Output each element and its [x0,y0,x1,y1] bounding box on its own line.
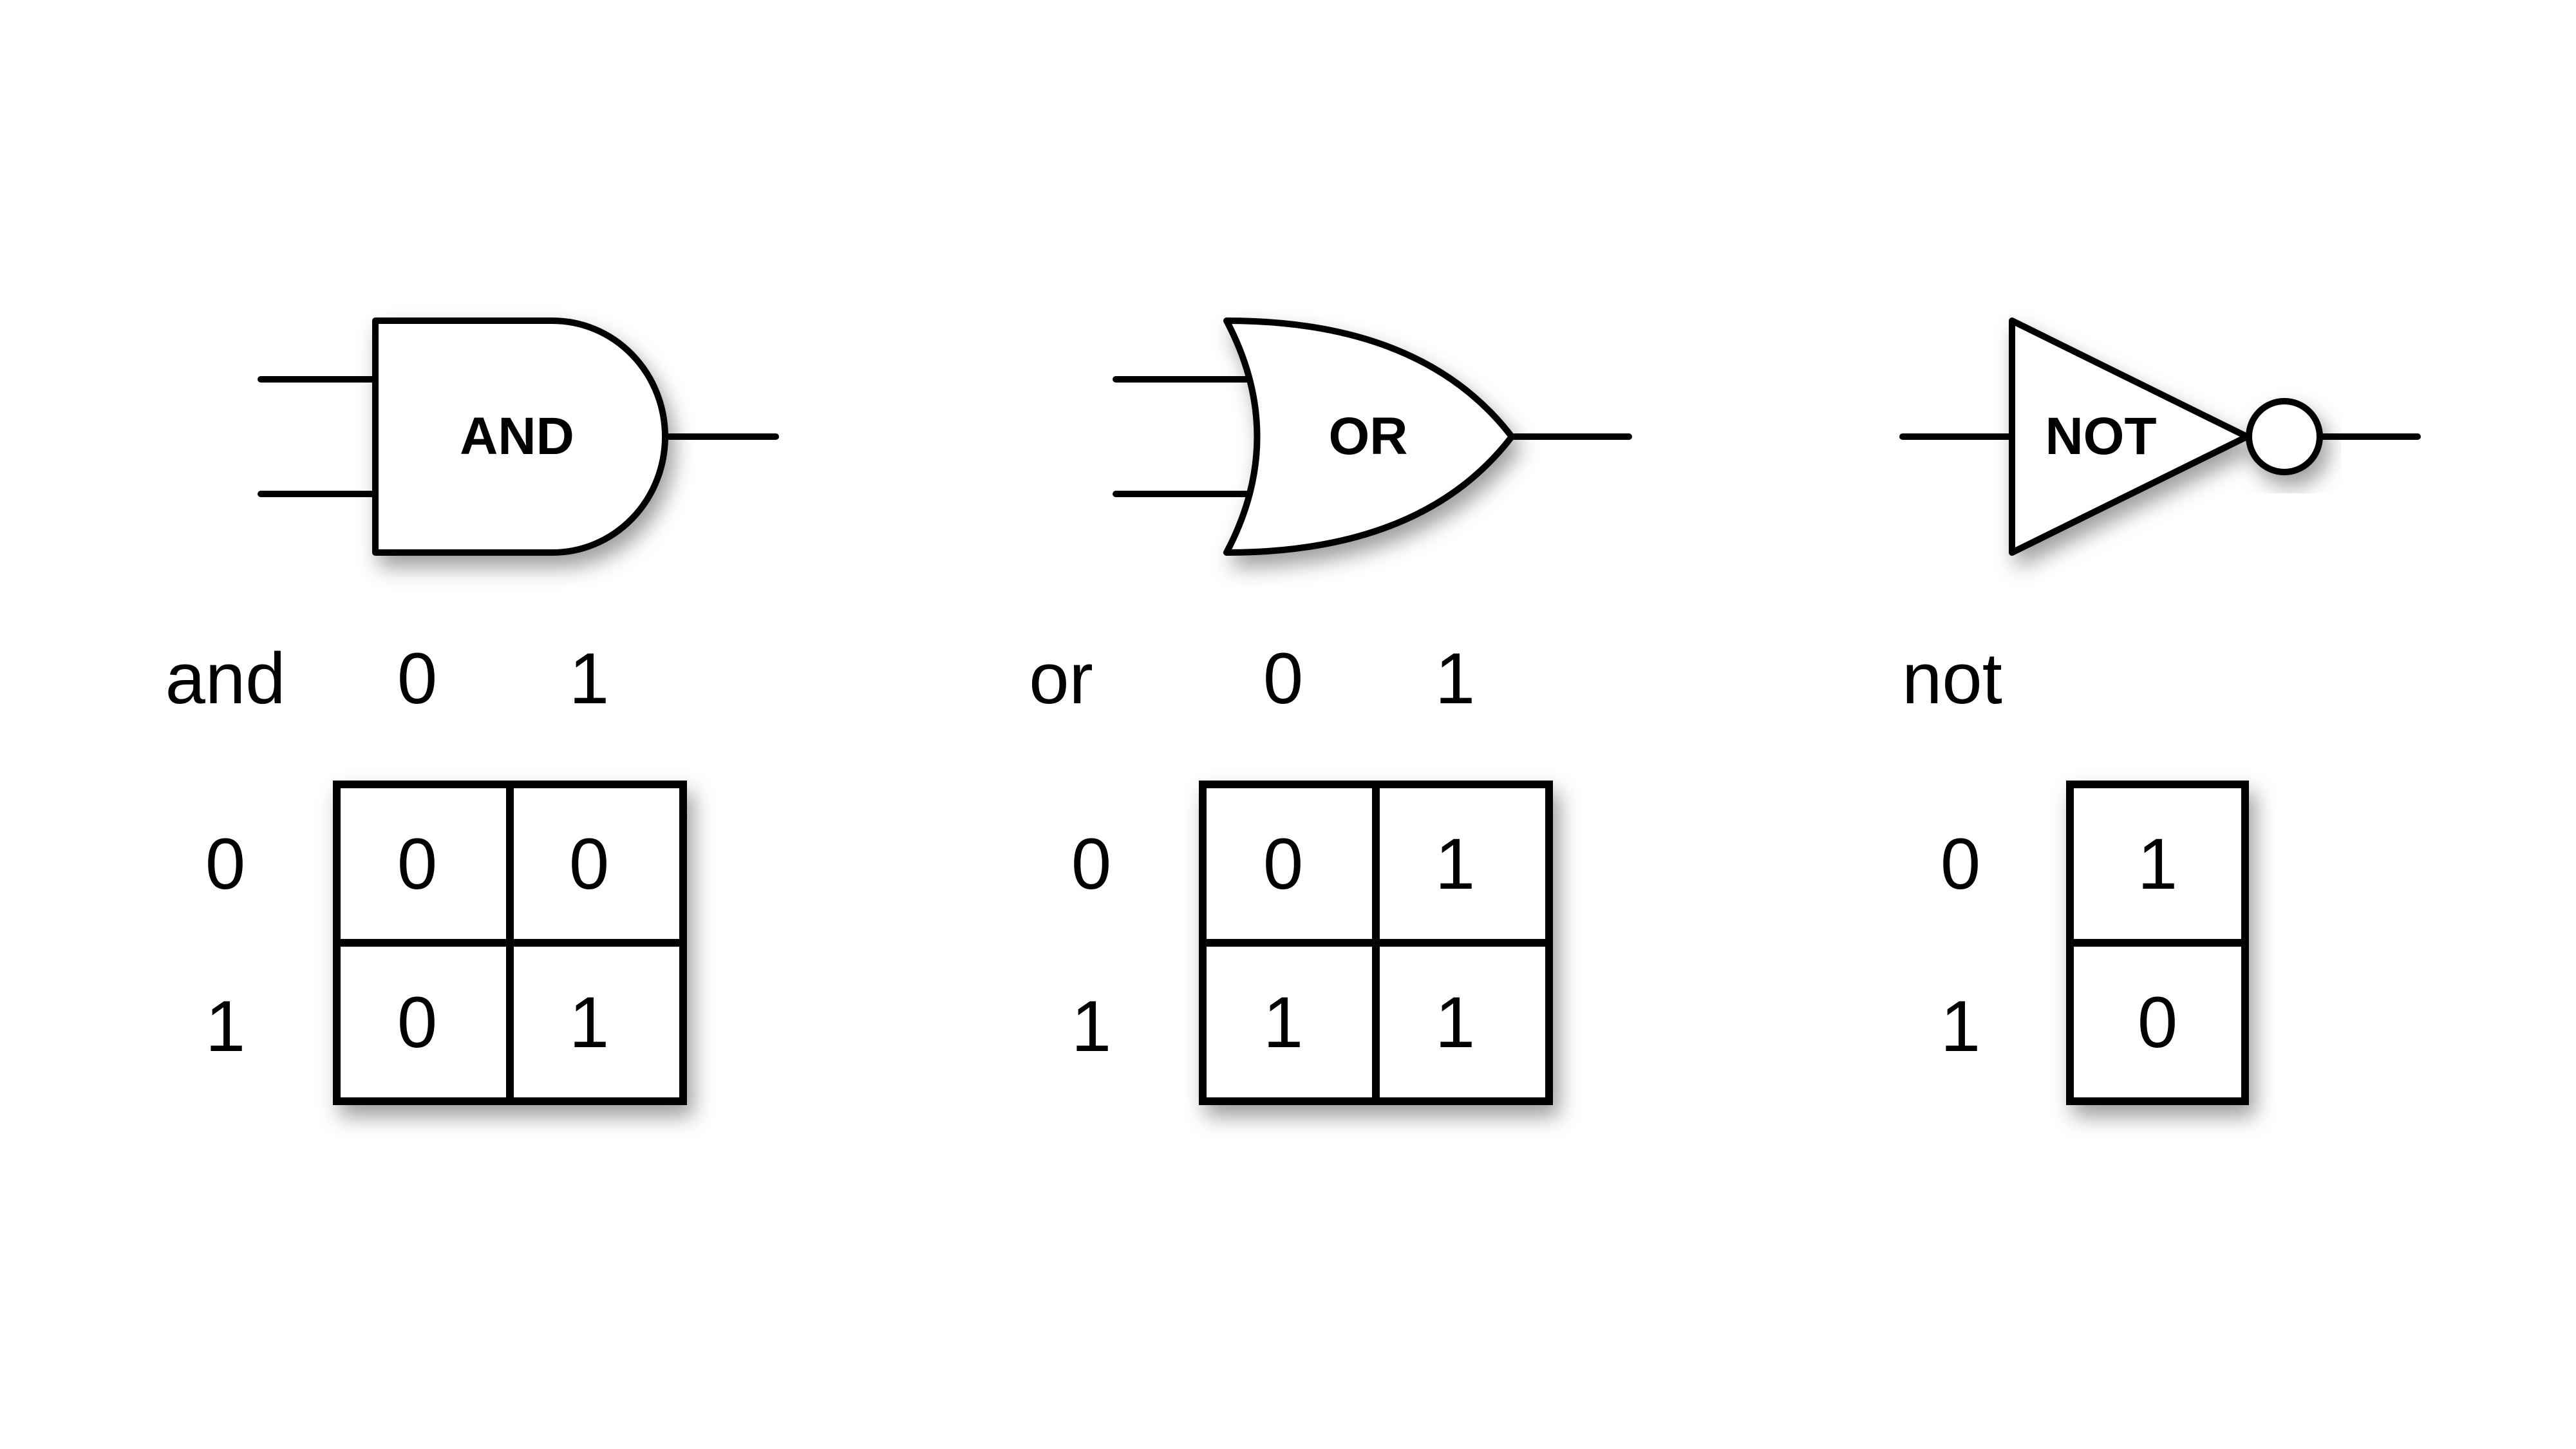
or-gate-label: OR [1329,407,1408,466]
and-row-header: 1 [205,986,245,1066]
or-truth-table [1199,781,1553,1105]
and-col-header: 0 [397,638,437,719]
and-row-header: 0 [205,824,245,904]
and-cell: 0 [569,824,609,904]
not-gate-symbol [1899,317,2421,556]
and-table-title: and [165,638,286,719]
and-gate-label: AND [460,407,574,466]
or-cell: 1 [1435,824,1475,904]
and-gate-body [372,317,668,556]
or-cell: 1 [1263,982,1303,1063]
and-gate-group: AND and 0 1 0 1 0 0 0 1 [165,317,779,1105]
or-col-header: 0 [1263,638,1303,719]
not-row-header: 0 [1941,824,1980,904]
not-gate-label: NOT [2045,407,2156,466]
not-cell: 1 [2138,824,2177,904]
not-table-title: not [1902,638,2002,719]
and-gate-symbol [258,317,779,556]
or-gate-symbol [1113,317,1632,556]
not-cell: 0 [2138,982,2177,1063]
or-cell: 1 [1435,982,1475,1063]
and-cell: 0 [397,824,437,904]
not-truth-table [2066,781,2249,1105]
or-gate-body [1223,317,1515,556]
not-gate-group: NOT not 0 1 1 0 [1899,317,2421,1105]
and-col-header: 1 [569,638,609,719]
not-gate-body [2009,317,2250,556]
or-row-header: 0 [1071,824,1111,904]
and-cell: 1 [569,982,609,1063]
or-table-title: or [1029,638,1093,719]
or-gate-group: OR or 0 1 0 1 0 1 1 1 [1029,317,1632,1105]
or-col-header: 1 [1435,638,1475,719]
and-truth-table [333,781,687,1105]
not-row-header: 1 [1941,986,1980,1066]
or-row-header: 1 [1071,986,1111,1066]
or-cell: 0 [1263,824,1303,904]
not-inversion-bubble [2246,398,2323,475]
and-cell: 0 [397,982,437,1063]
